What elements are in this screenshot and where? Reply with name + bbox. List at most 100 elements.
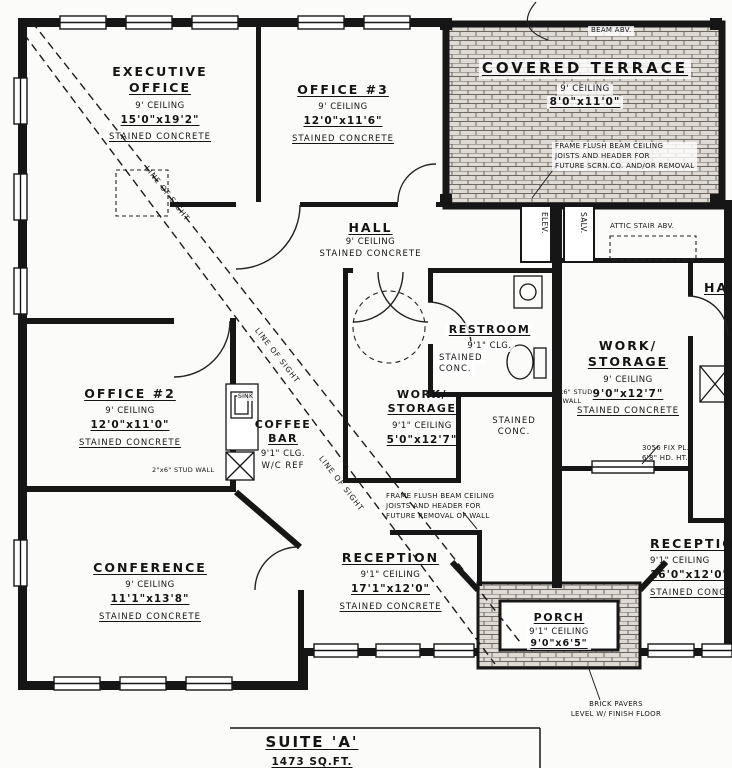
fix-window-note: 3056 FIX PL. 6'8" HD. HT. [642,444,689,464]
windows [13,15,732,691]
room-label-restroom: RESTROOM 9'1" CLG. STAINED CONC. [432,318,547,375]
note-text: ATTIC STAIR ABV. [610,222,675,230]
note-text: 2"x6" STUD WALL [551,388,593,406]
room-ceiling: 9' CEILING [318,102,368,113]
dashed-outlines [115,169,697,261]
room-floor: STAINED CONCRETE [292,133,394,144]
attic-stair-note: ATTIC STAIR ABV. [610,222,674,232]
beam-above-note: BEAM ABV. [588,26,635,36]
room-label-porch: PORCH 9'1" CEILING 9'0"x6'5" [511,606,607,651]
room-floor: STAINED CONCRETE [79,437,181,448]
room-ceiling: 9'1" CLG. [260,448,306,459]
room-size: 17'1"x12'0" [351,583,430,596]
room-floor: STAINED [492,416,536,426]
room-ceiling: 9' CEILING [105,406,155,417]
room-size: 11'1"x13'8" [110,593,190,606]
room-floor: CONC. [497,427,531,438]
room-name: RECEPTION [650,536,732,551]
line-of-sight-lines [23,21,521,665]
room-name: RECEPTION [341,550,440,565]
room-ceiling: 9'1" CEILING [392,420,452,431]
room-size: 8'0"x11'0" [546,95,624,110]
title-rules [230,727,541,768]
room-size: 15'0"x19'2" [120,113,200,126]
room-name: EXECUTIVE [112,64,208,79]
room-name: COFFEE [254,418,312,431]
note-text: 3056 FIX PL. 6'8" HD. HT. [642,444,690,462]
frame-flush-reception-note: FRAME FLUSH BEAM CEILING JOISTS AND HEAD… [386,492,516,521]
room-floor: STAINED CONCRETE [319,249,422,260]
room-size: 9'0"x12'7" [592,387,664,400]
door-clearance-circle [352,290,426,364]
note-text: SALV. [579,212,588,234]
room-name: OFFICE #3 [297,82,389,97]
angled-walls [234,489,669,593]
room-label-executive-office: EXECUTIVE OFFICE 9' CEILING 15'0"x19'2" … [85,64,235,143]
room-ceiling: 9' CEILING [125,580,175,591]
brick-pavers-note: BRICK PAVERS LEVEL W/ FINISH FLOOR [556,700,676,720]
room-floor: STAINED CONCRETE [109,132,211,143]
room-ceiling: 9' CEILING [603,374,653,385]
stud-wall-note-right: 2"x6" STUD WALL [546,388,598,406]
room-label-work-storage-mid: WORK/ STORAGE 9'1" CEILING 5'0"x12'7" [372,388,472,447]
room-label-hall: HALL 9' CEILING STAINED CONCRETE [318,220,423,260]
frame-flush-terrace-note: FRAME FLUSH BEAM CEILING JOISTS AND HEAD… [552,142,712,172]
shaft-label-right: SALV. [578,212,588,234]
room-label-office-2: OFFICE #2 9' CEILING 12'0"x11'0" STAINED… [60,386,200,449]
room-name: HALL [348,220,393,235]
room-floor: STAINED CONCRETE [339,601,442,612]
cabinet-x-box [699,365,731,403]
room-name: STORAGE [587,354,669,370]
shafts [520,205,595,263]
room-label-coffee-bar: COFFEE BAR 9'1" CLG. W/C REF [252,418,314,472]
note-text: BEAM ABV. [588,26,635,36]
room-floor: STAINED CONCRETE [577,406,679,417]
room-name: RESTROOM [445,323,534,338]
room-name: WORK/ [397,388,447,401]
room-label-reception: RECEPTION 9'1" CEILING 17'1"x12'0" STAIN… [318,550,463,613]
note-text: SINK [237,393,255,402]
room-label-conference: CONFERENCE 9' CEILING 11'1"x13'8" STAINE… [70,560,230,623]
suite-area: 1473 SQ.FT. [271,755,353,768]
suite-title: SUITE 'A' [265,733,359,751]
room-size: 12'0"x11'6" [303,115,383,128]
room-size: 9'0"x6'5" [527,637,591,651]
room-ceiling: 9'1" CEILING [526,626,592,638]
room-name: WORK/ [598,338,658,353]
room-ceiling: 9' CEILING [345,237,396,248]
room-label-reception-right: RECEPTION 9'1" CEILING 16'0"x12'0" STAIN… [650,536,732,599]
room-label-covered-terrace: COVERED TERRACE 9' CEILING 8'0"x11'0" [460,58,710,110]
note-text: ELEV. [540,212,549,234]
room-ceiling: 9'1" CEILING [650,556,710,567]
room-name: CONFERENCE [93,560,207,575]
sink-note: SINK [237,393,255,402]
room-size: 16'0"x12'0" [650,569,729,582]
room-floor: STAINED CONCRETE [650,587,732,598]
covered-terrace-hatch [442,20,726,210]
room-ceiling: 9' CEILING [135,100,185,111]
room-name: STORAGE [387,402,457,416]
room-size: 5'0"x12'7" [386,433,458,446]
room-name: BAR [268,432,298,446]
room-name: OFFICE #2 [84,386,176,401]
note-text: FRAME FLUSH BEAM CEILING JOISTS AND HEAD… [386,492,495,520]
room-label-work-storage-right: WORK/ STORAGE 9' CEILING 9'0"x12'7" STAI… [572,338,684,417]
note-text: 2"x6" STUD WALL [152,466,215,474]
work-storage-mid-floor-note: STAINED CONC. [484,416,544,438]
room-ceiling: 9'1" CEILING [360,570,421,581]
stud-wall-note-left: 2"x6" STUD WALL [152,466,214,475]
room-ceiling: 9'1" CLG. [464,340,515,352]
room-floor: CONC. [436,363,475,375]
restroom-fixtures [506,275,547,380]
room-floor: STAINED [436,352,486,364]
room-size: 12'0"x11'0" [90,419,170,432]
room-floor: STAINED CONCRETE [99,611,201,622]
room-label-hall-right: HALL [704,280,732,296]
shaft-label-left: ELEV. [539,212,549,234]
room-name: COVERED TERRACE [478,59,692,79]
note-text: FRAME FLUSH BEAM CEILING JOISTS AND HEAD… [552,142,698,172]
room-name: OFFICE [128,80,192,96]
room-ceiling: 9' CEILING [557,83,613,95]
